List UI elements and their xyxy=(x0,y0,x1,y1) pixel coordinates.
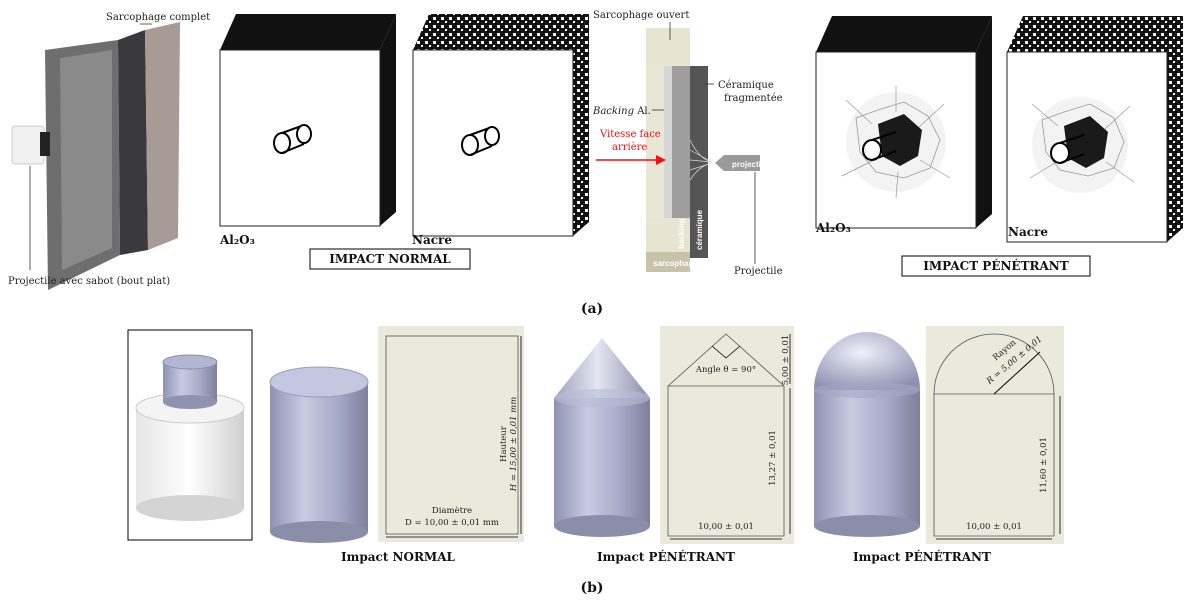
cylinder-flat-model xyxy=(269,366,369,543)
plate-al2o3-normal xyxy=(219,14,396,227)
label-vitesse-1: Vitesse face xyxy=(599,129,661,140)
label-al2o3-normal: Al₂O₃ xyxy=(219,233,255,247)
label-hemi-width: 10,00 ± 0,01 xyxy=(966,522,1022,532)
label-ceramique-fragmentee-1: Céramique xyxy=(718,80,774,91)
projectile-icon-normal-al2o3 xyxy=(273,124,312,154)
plate-al2o3-penetrant xyxy=(815,16,992,229)
label-hauteur-value: H = 15,00 ± 0,01 mm xyxy=(509,397,519,493)
label-hemi-body-height: 11,60 ± 0,01 xyxy=(1039,437,1049,493)
label-nacre-penetrant: Nacre xyxy=(1008,225,1048,239)
label-angle: Angle θ = 90° xyxy=(695,365,756,375)
label-al2o3-penetrant: Al₂O₃ xyxy=(815,221,851,235)
label-vitesse-2: arrière xyxy=(612,142,647,153)
label-cone-body-height: 13,27 ± 0,01 xyxy=(768,430,778,486)
label-cone-width: 10,00 ± 0,01 xyxy=(698,522,754,532)
label-sarcophage-box: sarcophage xyxy=(653,259,698,268)
projectile-icon-penetrant-al2o3 xyxy=(862,131,897,161)
plate-nacre-normal xyxy=(412,14,589,237)
projectile-icon-penetrant-nacre xyxy=(1050,134,1085,164)
cylinder-hemispherical-model xyxy=(814,332,920,537)
drawing-flat xyxy=(378,326,524,542)
drawing-conical xyxy=(660,326,794,544)
caption-impact-penetrant-conical: Impact PÉNÉTRANT xyxy=(597,549,735,564)
label-diametre-value: D = 10,00 ± 0,01 mm xyxy=(405,518,499,528)
sabot-model xyxy=(135,354,245,521)
label-sarcophage-ouvert: Sarcophage ouvert xyxy=(593,10,689,21)
label-ceramique-vertical: céramique xyxy=(695,209,704,250)
plate-nacre-penetrant xyxy=(1006,16,1183,243)
label-backing-vertical: backing xyxy=(677,219,686,249)
caption-impact-normal-b: Impact NORMAL xyxy=(341,550,455,564)
label-ceramique-fragmentee-2: fragmentée xyxy=(724,93,783,104)
label-diametre: Diamètre xyxy=(432,505,472,516)
label-projectile: Projectile xyxy=(734,266,783,277)
label-cone-top-height: 5,00 ± 0,01 xyxy=(781,335,791,385)
label-hauteur: Hauteur xyxy=(499,425,509,462)
caption-impact-penetrant-hemi: Impact PÉNÉTRANT xyxy=(853,549,991,564)
caption-box-impact-normal xyxy=(309,248,471,270)
sarcophage-schematic xyxy=(646,28,760,272)
label-sarcophage-complet: Sarcophage complet xyxy=(106,12,210,23)
drawing-hemispherical xyxy=(926,326,1064,544)
label-backing-al: Backing Al. xyxy=(592,106,651,117)
label-projectile-box: projectile xyxy=(732,160,768,169)
projectile-icon-normal-nacre xyxy=(461,126,500,156)
caption-impact-penetrant: IMPACT PÉNÉTRANT xyxy=(923,258,1068,273)
panel-label-a: (a) xyxy=(581,301,603,317)
label-nacre-normal: Nacre xyxy=(412,233,452,247)
caption-box-impact-penetrant xyxy=(901,255,1091,277)
label-projectile-sabot: Projectile avec sabot (bout plat) xyxy=(8,276,170,287)
caption-impact-normal: IMPACT NORMAL xyxy=(329,252,451,266)
sarcophage-photo xyxy=(11,22,180,290)
cylinder-conical-model xyxy=(554,338,650,537)
vitesse-arrow-head xyxy=(656,155,666,165)
panel-label-b: (b) xyxy=(580,580,603,596)
